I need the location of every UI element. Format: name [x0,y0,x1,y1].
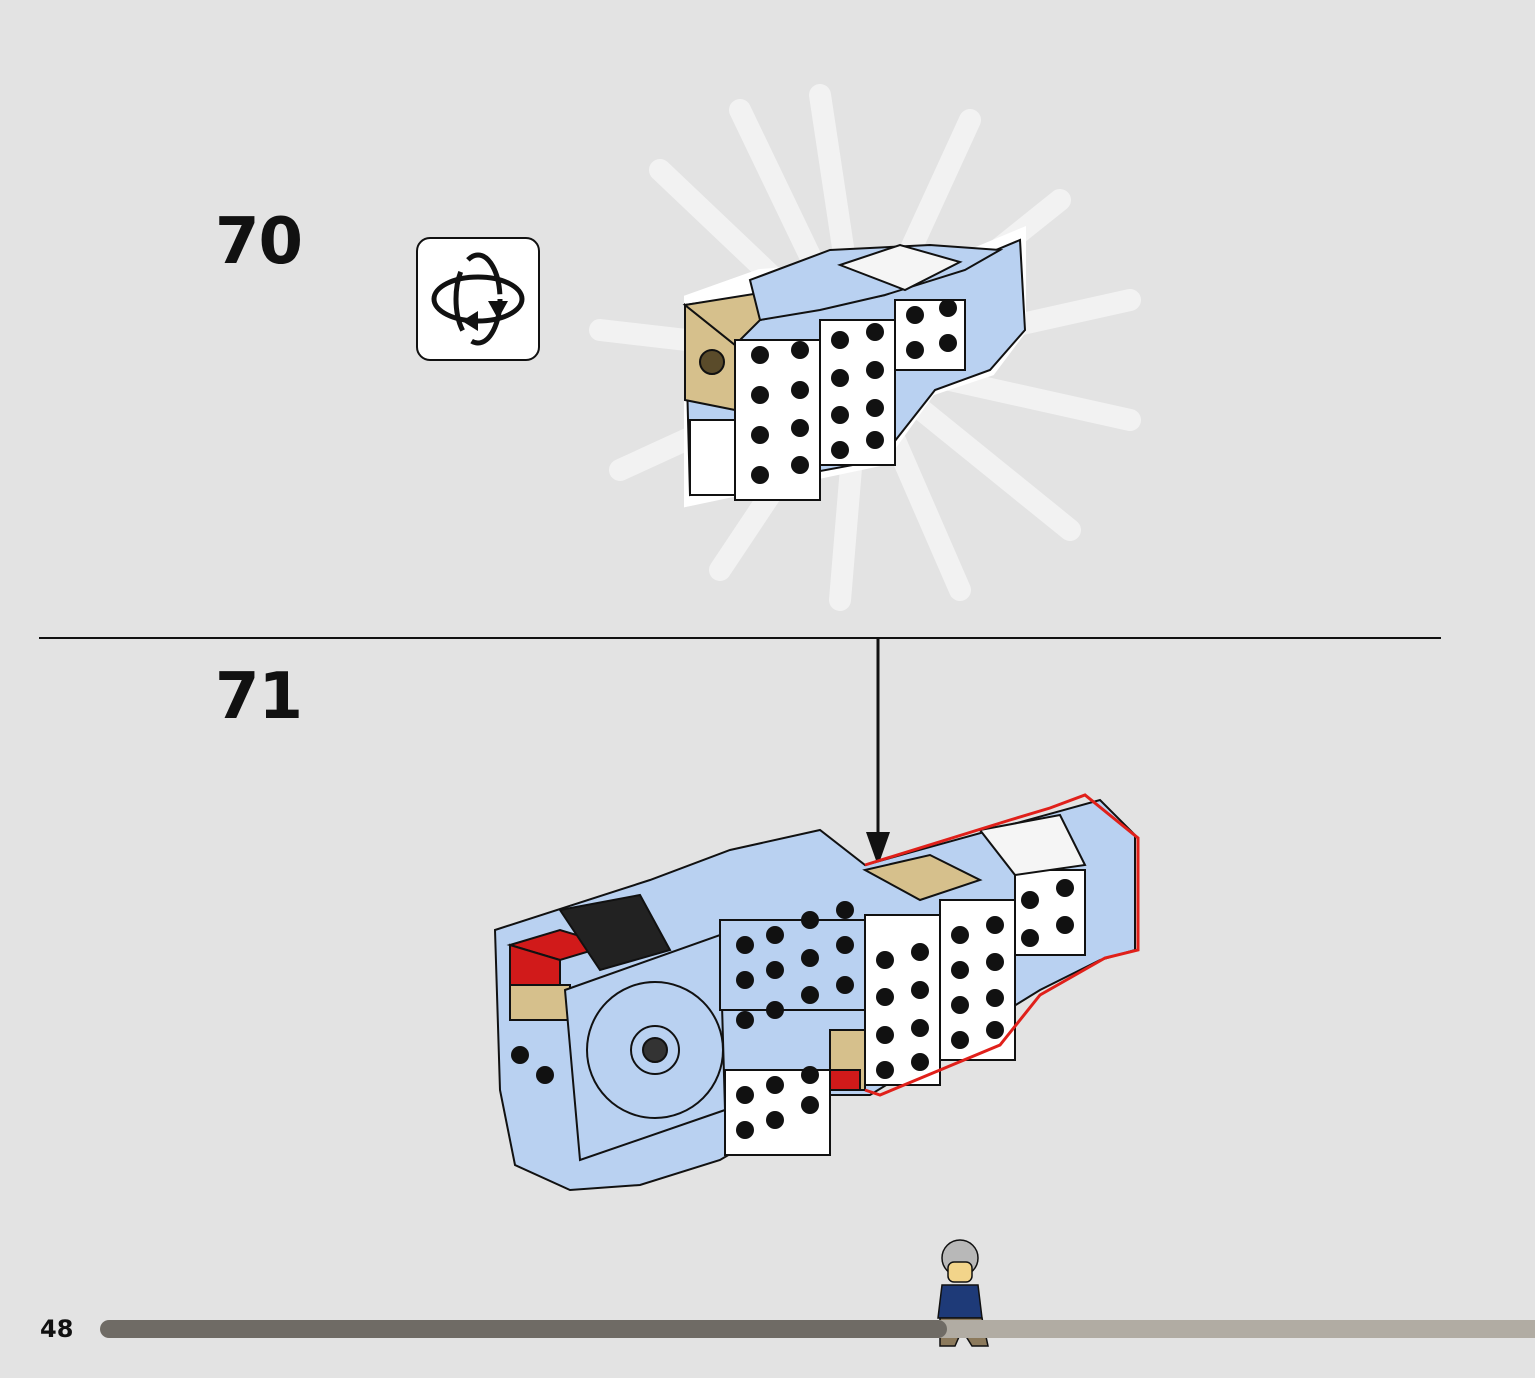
page-number: 48 [40,1315,74,1343]
highlight-burst [589,84,1141,611]
new-parts-outline [864,793,1140,1097]
step-divider [39,637,1441,639]
step-number-70: 70 [215,205,303,279]
step-70-studs [751,299,957,484]
rotate-model-icon [416,237,540,361]
placement-arrow [866,638,890,866]
step-70-model [682,226,1027,508]
progress-fill [100,1320,947,1338]
step-71-studs [511,879,1074,1139]
step-number-71: 71 [215,660,303,734]
progress-bar [100,1320,1535,1338]
